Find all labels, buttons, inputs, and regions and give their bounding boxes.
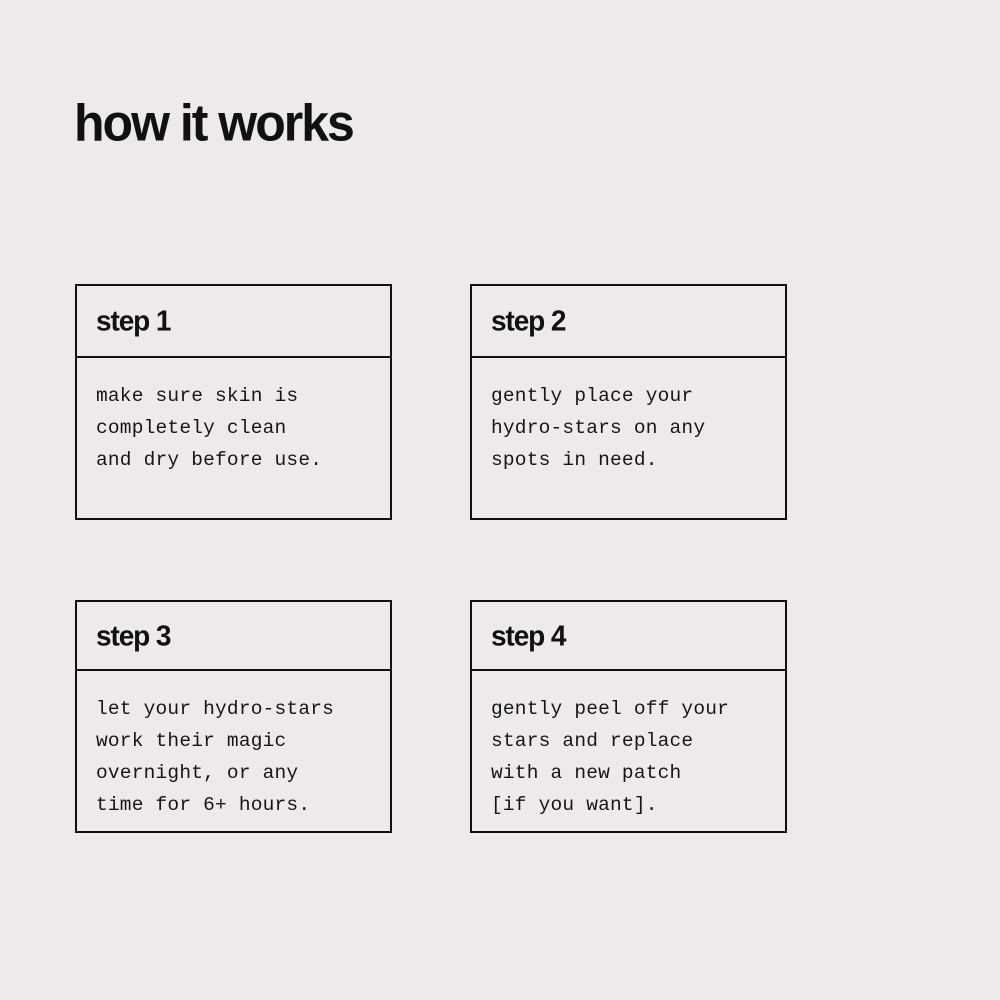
step-card-1-header: step 1 [77,286,390,358]
step-card-2-body: gently place your hydro-stars on any spo… [472,358,785,518]
step-card-4-text: gently peel off your stars and replace w… [491,698,730,816]
step-card-3-title: step 3 [96,618,171,652]
steps-grid: step 1 make sure skin is completely clea… [75,284,787,833]
step-card-3-text: let your hydro-stars work their magic ov… [96,698,335,816]
page-title: how it works [74,93,355,153]
step-card-1-text: make sure skin is completely clean and d… [96,385,323,471]
step-card-2: step 2 gently place your hydro-stars on … [470,284,787,520]
step-card-4-body: gently peel off your stars and replace w… [472,671,785,831]
step-card-2-header: step 2 [472,286,785,358]
step-card-2-text: gently place your hydro-stars on any spo… [491,385,706,471]
step-card-3: step 3 let your hydro-stars work their m… [75,600,392,833]
step-card-1-title: step 1 [96,304,171,337]
step-card-3-body: let your hydro-stars work their magic ov… [77,671,390,831]
step-card-4: step 4 gently peel off your stars and re… [470,600,787,833]
step-card-4-header: step 4 [472,602,785,671]
step-card-4-title: step 4 [491,618,566,652]
step-card-3-header: step 3 [77,602,390,671]
step-card-1-body: make sure skin is completely clean and d… [77,358,390,518]
step-card-2-title: step 2 [491,304,566,337]
step-card-1: step 1 make sure skin is completely clea… [75,284,392,520]
